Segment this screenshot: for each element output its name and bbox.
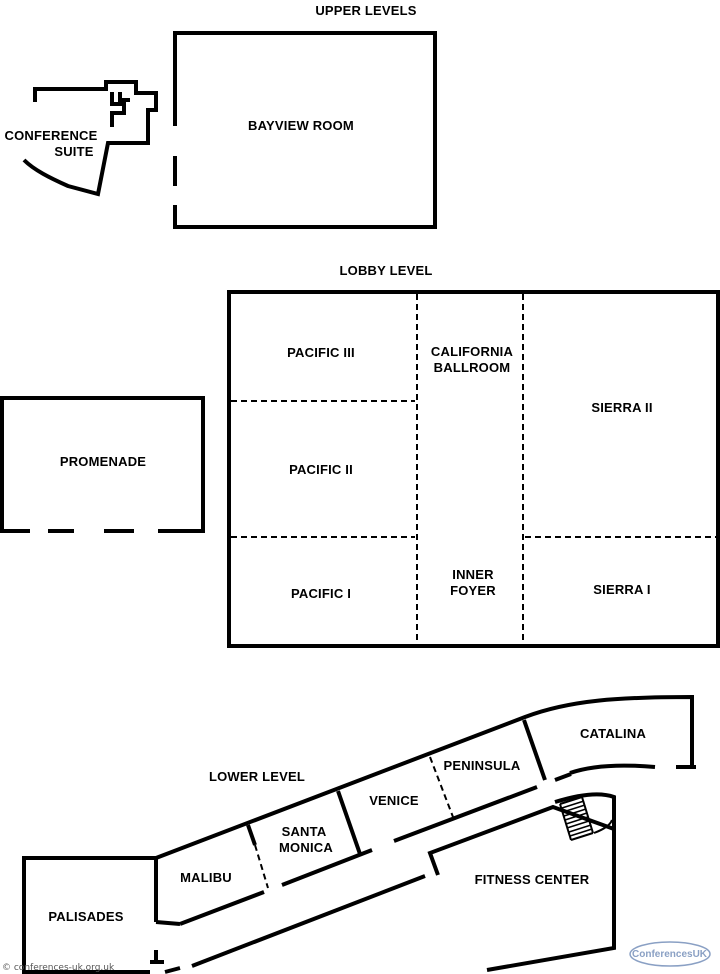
conferences-uk-logo: ConferencesUK [629,941,711,967]
palisades-room[interactable] [22,856,164,974]
conference-suite-label-2: SUITE [54,144,93,159]
conference-suite[interactable] [22,80,158,197]
promenade-room[interactable] [0,396,205,533]
staircase-icon [559,796,613,841]
conference-suite-label-1: CONFERENCE [4,128,97,143]
sierra-i-label: SIERRA I [593,582,650,597]
pacific-iii-label: PACIFIC III [287,345,355,360]
pacific-ii-label: PACIFIC II [289,462,353,477]
sierra-ii-label: SIERRA II [591,400,652,415]
peninsula-label: PENINSULA [444,758,521,773]
lower-level-heading: LOWER LEVEL [209,769,305,784]
california-ballroom-label-1: CALIFORNIA [431,344,514,359]
catalina-label: CATALINA [580,726,647,741]
logo-text: ConferencesUK [632,949,708,960]
santa-monica-label-1: SANTA [282,824,327,839]
lobby-level-heading: LOBBY LEVEL [340,263,433,278]
malibu-label: MALIBU [180,870,232,885]
santa-monica-label-2: MONICA [279,840,333,855]
california-ballroom-label-2: BALLROOM [434,360,511,375]
fitness-center-label: FITNESS CENTER [475,872,590,887]
palisades-label: PALISADES [48,909,123,924]
california-ballroom-room[interactable] [417,294,523,537]
inner-foyer-label-2: FOYER [450,583,496,598]
ballroom-outline [227,290,720,648]
pacific-i-label: PACIFIC I [291,586,351,601]
promenade-label: PROMENADE [60,454,146,469]
upper-levels-heading: UPPER LEVELS [315,3,416,18]
sierra-ii-room[interactable] [523,294,716,537]
bayview-room[interactable] [173,31,437,229]
lower-corridor [155,694,696,974]
venice-label: VENICE [369,793,419,808]
inner-foyer-label-1: INNER [452,567,494,582]
copyright-text: © conferences-uk.org.uk [2,963,115,973]
bayview-room-label: BAYVIEW ROOM [248,118,354,133]
